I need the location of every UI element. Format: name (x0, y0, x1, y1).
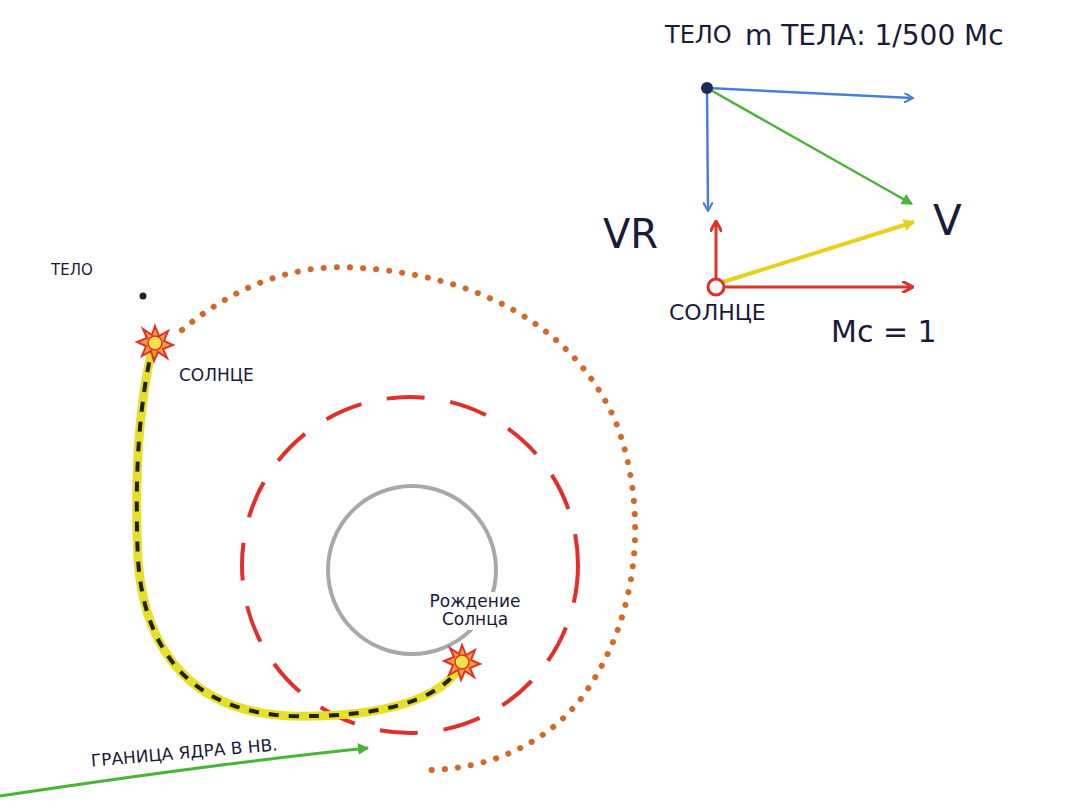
sun-symbol (444, 645, 480, 680)
sun-label: СОЛНЦЕ (666, 300, 769, 325)
body-dot (140, 293, 147, 300)
boundary-label: ГРАНИЦА ЯДРА В НВ. (87, 735, 281, 772)
sun-label: СОЛНЦЕ (176, 366, 257, 386)
vector-diagram (701, 82, 914, 295)
sun-symbol (137, 326, 173, 361)
mass-label: Мс = 1 (828, 315, 940, 349)
body-label: ТЕЛО (48, 262, 96, 280)
mass-label: m ТЕЛА: 1/500 Мс (742, 20, 1007, 51)
dashed-orbit (242, 397, 578, 733)
velocity-label: V (930, 198, 965, 244)
velocity-label: VR (600, 212, 661, 256)
dotted-spiral (182, 267, 635, 770)
body-label: ТЕЛО (662, 22, 735, 49)
birth-label: Рождение Солнца (424, 592, 526, 630)
sun-trajectory (137, 350, 462, 716)
